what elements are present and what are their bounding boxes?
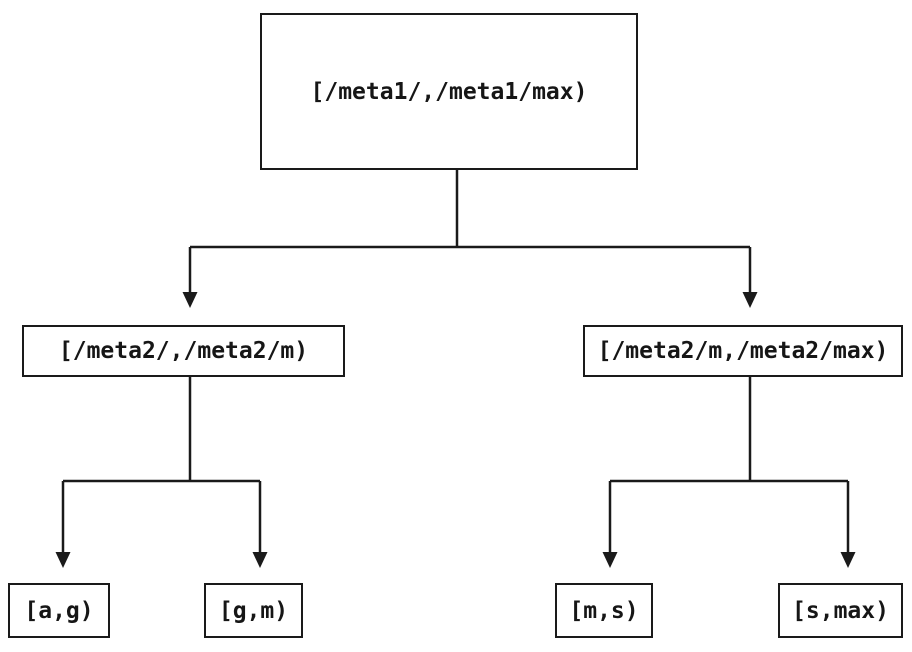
node-leaf-ms: [m,s)	[555, 583, 653, 638]
node-leaf-ag-label: [a,g)	[24, 597, 94, 624]
node-root-label: [/meta1/,/meta1/max)	[310, 78, 588, 105]
node-meta2-lower: [/meta2/,/meta2/m)	[22, 325, 345, 377]
arrowhead-leaf-ag-icon	[55, 552, 71, 568]
arrowhead-leaf-smax-icon	[840, 552, 856, 568]
arrowhead-root-left-icon	[182, 292, 198, 308]
node-meta2-upper: [/meta2/m,/meta2/max)	[583, 325, 903, 377]
node-meta2-upper-label: [/meta2/m,/meta2/max)	[597, 338, 889, 364]
arrowhead-leaf-gm-icon	[252, 552, 268, 568]
node-leaf-smax-label: [s,max)	[792, 597, 889, 624]
node-leaf-ag: [a,g)	[8, 583, 110, 638]
node-leaf-smax: [s,max)	[778, 583, 903, 638]
node-leaf-gm: [g,m)	[204, 583, 303, 638]
node-leaf-gm-label: [g,m)	[218, 597, 289, 624]
arrowhead-leaf-ms-icon	[602, 552, 618, 568]
node-leaf-ms-label: [m,s)	[569, 597, 639, 624]
node-meta2-lower-label: [/meta2/,/meta2/m)	[58, 338, 309, 364]
node-root: [/meta1/,/meta1/max)	[260, 13, 638, 170]
arrowhead-root-right-icon	[742, 292, 758, 308]
